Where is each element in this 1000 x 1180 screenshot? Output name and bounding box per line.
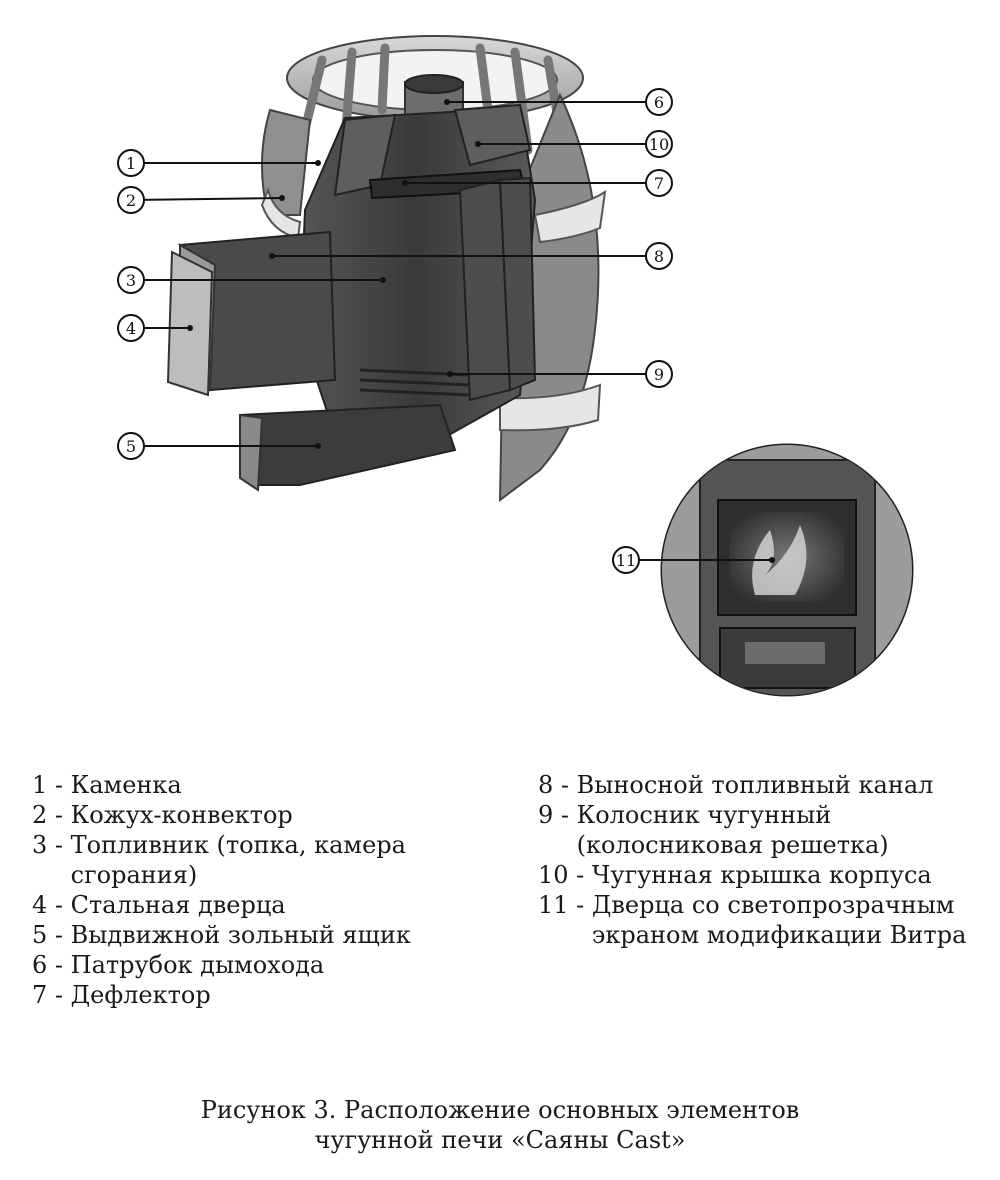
callout-11: 11 (612, 546, 775, 574)
legend-right-column: 8 - Выносной топливный канал 9 - Колосни… (538, 770, 978, 950)
legend-number: 4 - (32, 891, 71, 919)
callout-number: 2 (126, 191, 136, 210)
callout-2: 2 (117, 186, 285, 214)
legend-number: 11 - (538, 891, 592, 919)
callout-circle (645, 360, 673, 388)
leader-line (130, 197, 283, 201)
callout-5: 5 (117, 432, 321, 460)
callout-circle (117, 432, 145, 460)
legend-item: 4 - Стальная дверца (32, 890, 502, 920)
callout-circle (117, 149, 145, 177)
legend-number: 6 - (32, 951, 71, 979)
callout-number: 6 (654, 93, 664, 112)
legend-number: 8 - (538, 771, 577, 799)
legend-number: 1 - (32, 771, 71, 799)
legend-text: Чугунная крышка корпуса (591, 861, 932, 889)
callout-9: 9 (447, 360, 673, 388)
legend-text: Стальная дверца (70, 891, 286, 919)
legend-text: Каменка (70, 771, 182, 799)
legend-text: Кожух-конвектор (70, 801, 293, 829)
legend-item: 2 - Кожух-конвектор (32, 800, 502, 830)
legend-text: Дефлектор (70, 981, 211, 1009)
leader-dot (187, 325, 193, 331)
leader-dot (315, 443, 321, 449)
callout-layer: 1 2 3 4 5 6 7 8 9 10 11 (117, 88, 775, 574)
callout-number: 7 (654, 174, 664, 193)
legend-item: 8 - Выносной топливный канал (538, 770, 978, 800)
legend-text: Колосник чугунный (колосниковая решетка) (576, 801, 889, 859)
legend-item: 10 - Чугунная крышка корпуса (538, 860, 978, 890)
leader-dot (269, 253, 275, 259)
callout-circle (117, 314, 145, 342)
legend-text: Топливник (топка, камера сгорания) (70, 831, 406, 889)
callout-circle (645, 88, 673, 116)
legend-text: Дверца со светопрозрачным экраном модифи… (591, 891, 967, 949)
callout-4: 4 (117, 314, 193, 342)
leader-dot (769, 557, 775, 563)
callout-circle (117, 186, 145, 214)
legend-item: 3 - Топливник (топка, камера сгорания) (32, 830, 502, 890)
leader-dot (380, 277, 386, 283)
leader-dot (279, 195, 285, 201)
legend-number: 5 - (32, 921, 71, 949)
figure-caption: Рисунок 3. Расположение основных элемент… (0, 1095, 1000, 1155)
legend-number: 2 - (32, 801, 71, 829)
leader-dot (447, 371, 453, 377)
callout-circle (645, 130, 673, 158)
callout-number: 4 (126, 319, 136, 338)
callout-10: 10 (475, 130, 673, 158)
callout-6: 6 (444, 88, 673, 116)
stove-cutaway-diagram: 1 2 3 4 5 6 7 8 9 10 11 (117, 35, 914, 697)
callout-8: 8 (269, 242, 673, 270)
legend-text: Патрубок дымохода (70, 951, 325, 979)
legend-left-column: 1 - Каменка 2 - Кожух-конвектор 3 - Топл… (32, 770, 502, 1010)
callout-3: 3 (117, 266, 386, 294)
callout-1: 1 (117, 149, 321, 177)
callout-number: 3 (126, 271, 136, 290)
callout-number: 9 (654, 365, 664, 384)
callout-number: 5 (126, 437, 136, 456)
stove-illustration (166, 35, 607, 503)
callout-circle (117, 266, 145, 294)
callout-number: 11 (616, 551, 636, 570)
callout-circle (645, 242, 673, 270)
legend-text: Выносной топливный канал (576, 771, 934, 799)
callout-circle (645, 169, 673, 197)
legend-item: 6 - Патрубок дымохода (32, 950, 502, 980)
leader-dot (444, 99, 450, 105)
caption-line-2: чугунной печи «Саяны Cast» (314, 1126, 686, 1154)
callout-7: 7 (402, 169, 673, 197)
callout-number: 8 (654, 247, 664, 266)
leader-dot (475, 141, 481, 147)
legend-number: 7 - (32, 981, 71, 1009)
legend-item: 5 - Выдвижной зольный ящик (32, 920, 502, 950)
legend-number: 3 - (32, 831, 71, 859)
legend-text: Выдвижной зольный ящик (70, 921, 411, 949)
glass-door-inset (660, 443, 914, 697)
leader-dot (402, 180, 408, 186)
callout-circle (612, 546, 640, 574)
callout-number: 1 (126, 154, 136, 173)
legend-item: 11 - Дверца со светопрозрачным экраном м… (538, 890, 978, 950)
leader-dot (315, 160, 321, 166)
legend-number: 10 - (538, 861, 592, 889)
callout-number: 10 (649, 135, 669, 154)
legend-number: 9 - (538, 801, 577, 829)
legend-item: 7 - Дефлектор (32, 980, 502, 1010)
legend-item: 9 - Колосник чугунный (колосниковая реше… (538, 800, 978, 860)
legend-item: 1 - Каменка (32, 770, 502, 800)
caption-line-1: Рисунок 3. Расположение основных элемент… (200, 1096, 800, 1124)
